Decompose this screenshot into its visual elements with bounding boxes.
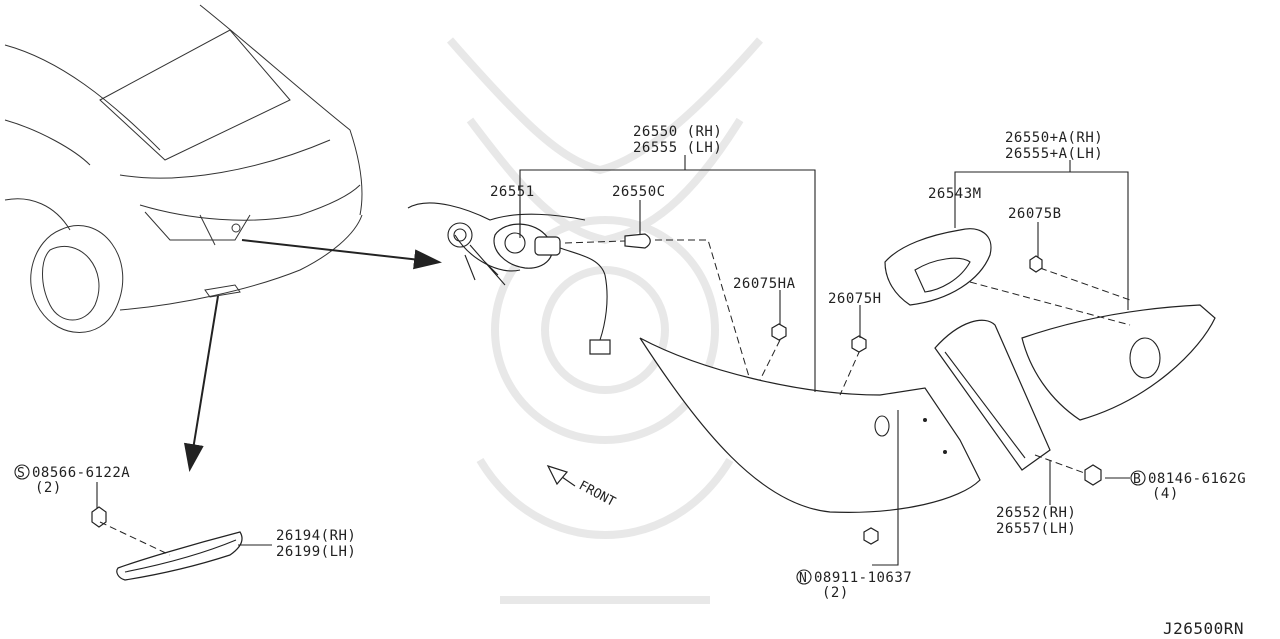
label-26550A-rh: 26550+A(RH) bbox=[1005, 130, 1103, 146]
front-label: FRONT bbox=[576, 478, 618, 510]
arrow-to-marker bbox=[183, 295, 219, 472]
label-26550-lh: 26555 (LH) bbox=[633, 140, 722, 156]
nut-08911 bbox=[863, 527, 879, 545]
n-symbol-circle bbox=[796, 569, 812, 585]
leader-lines bbox=[96, 155, 1130, 566]
label-26194-lh: 26199(LH) bbox=[276, 544, 356, 560]
arrow-to-lamp bbox=[241, 239, 442, 270]
label-26194-rh: 26194(RH) bbox=[276, 528, 356, 544]
front-arrow-head bbox=[546, 465, 569, 486]
label-26550C: 26550C bbox=[612, 184, 666, 200]
inner-tail-lamp bbox=[1021, 304, 1216, 421]
nut-26075HA bbox=[771, 323, 787, 341]
label-08911-code: 08911-10637 bbox=[814, 570, 912, 586]
label-26550-rh: 26550 (RH) bbox=[633, 124, 722, 140]
lamp-gasket bbox=[934, 319, 1051, 471]
label-26552-lh: 26557(LH) bbox=[996, 521, 1076, 537]
lamp-seal bbox=[884, 228, 992, 306]
wiring-harness bbox=[407, 202, 611, 355]
reference-code: J26500RN bbox=[1163, 619, 1244, 638]
screw-08566 bbox=[91, 506, 107, 528]
vehicle-rear-outline bbox=[4, 4, 363, 333]
label-26075H: 26075H bbox=[828, 291, 882, 307]
nut-26075B bbox=[1029, 255, 1043, 273]
tail-lamp-body bbox=[639, 337, 981, 513]
label-26552-rh: 26552(RH) bbox=[996, 505, 1076, 521]
label-08146-qty: (4) bbox=[1152, 486, 1179, 502]
n-symbol: N bbox=[799, 571, 807, 586]
label-26550A-lh: 26555+A(LH) bbox=[1005, 146, 1103, 162]
label-26543M: 26543M bbox=[928, 186, 982, 202]
s-symbol-circle bbox=[14, 464, 30, 480]
side-marker-lamp bbox=[116, 531, 243, 581]
label-26075HA: 26075HA bbox=[733, 276, 796, 292]
b-symbol: B bbox=[1133, 472, 1141, 487]
label-08566-qty: (2) bbox=[35, 480, 62, 496]
label-08566-code: 08566-6122A bbox=[32, 465, 130, 481]
bulb-socket bbox=[624, 233, 651, 249]
label-26551: 26551 bbox=[490, 184, 535, 200]
nut-26075H bbox=[851, 335, 867, 353]
b-symbol-circle bbox=[1130, 470, 1146, 486]
bolt-08146 bbox=[1084, 464, 1102, 486]
label-08911-qty: (2) bbox=[822, 585, 849, 601]
watermark-emblem bbox=[446, 37, 764, 604]
label-26075B: 26075B bbox=[1008, 206, 1062, 222]
label-08146-code: 08146-6162G bbox=[1148, 471, 1246, 487]
s-symbol: S bbox=[17, 466, 25, 481]
